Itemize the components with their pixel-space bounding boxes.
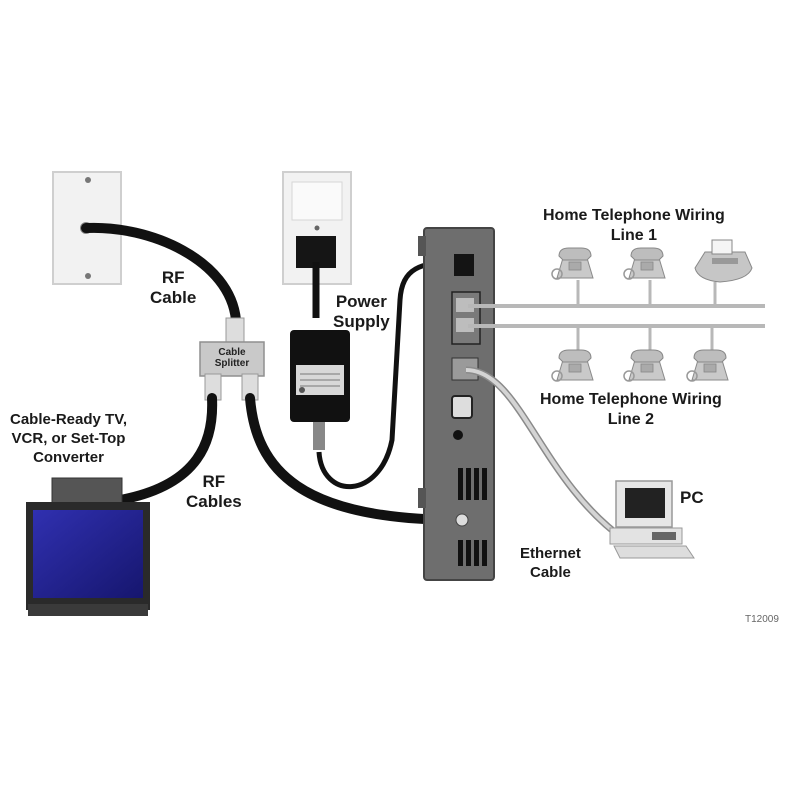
tv-label: Cable-Ready TV, VCR, or Set-Top Converte… (10, 410, 127, 467)
figure-id: T12009 (745, 614, 779, 625)
label-line: Home Telephone Wiring (540, 391, 722, 408)
computer-icon (609, 480, 695, 559)
cable-splitter-label: Cable Splitter (204, 347, 260, 369)
rf-cables-label: RF Cables (186, 472, 242, 512)
label-line: Splitter (214, 358, 250, 369)
label-line: Line 2 (607, 411, 655, 428)
label-line: VCR, or Set-Top (11, 430, 126, 447)
rf-cable-tv (115, 393, 218, 505)
label-line: Cable-Ready TV, (10, 411, 127, 428)
label-line: Cable (150, 288, 197, 307)
power-supply-label: Power Supply (333, 292, 390, 332)
tv-icon (26, 477, 150, 616)
line2-label: Home Telephone Wiring Line 2 (540, 390, 722, 430)
label-line: Ethernet (520, 545, 581, 562)
fax-icon (694, 239, 753, 283)
telephone-icon (623, 349, 666, 382)
label-line: RF (202, 472, 226, 491)
telephone-icon (686, 349, 729, 382)
power-supply (290, 330, 350, 450)
rf-cable-label: RF Cable (150, 268, 196, 308)
rf-cable-modem (245, 393, 465, 525)
label-line: RF (161, 268, 185, 287)
telephone-icon (551, 247, 594, 280)
label-line: Cable (529, 564, 571, 581)
label-line: Home Telephone Wiring (543, 207, 725, 224)
cable-splitter (199, 317, 265, 401)
telephone-icon (551, 349, 594, 382)
label-line: Supply (333, 312, 390, 331)
rf-cable (81, 222, 241, 325)
label-line: Cables (186, 492, 242, 511)
telephone-icon (623, 247, 666, 280)
label-line: Power (335, 292, 387, 311)
label-line: Converter (33, 449, 104, 466)
line1-label: Home Telephone Wiring Line 1 (543, 206, 725, 246)
telephone-drops (576, 280, 717, 352)
label-line: Cable (218, 347, 246, 358)
label-line: Line 1 (610, 227, 658, 244)
ethernet-cable-label: Ethernet Cable (520, 544, 581, 582)
pc-label: PC (680, 488, 704, 507)
cable-modem (418, 227, 495, 581)
